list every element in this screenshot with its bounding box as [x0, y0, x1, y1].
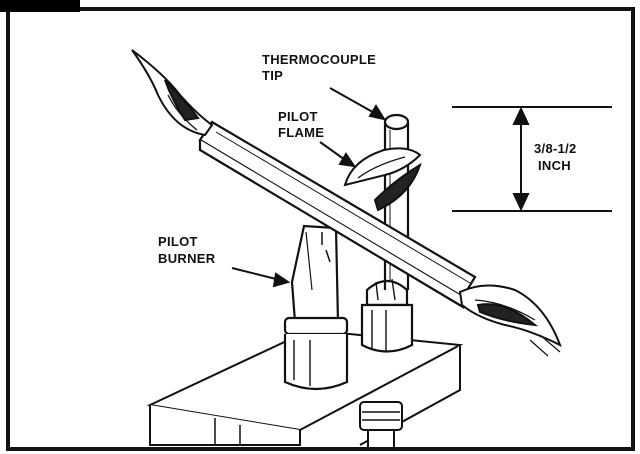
thermocouple-label-tip: TIP [262, 68, 283, 83]
measure-arrow-down [512, 193, 530, 212]
pilot-burner-label: PILOT [158, 234, 198, 249]
diagonal-bar [198, 120, 477, 309]
corner-tab [0, 0, 80, 12]
label-arrows [231, 87, 387, 288]
thermocouple-label: THERMOCOUPLE [262, 52, 376, 67]
measurement-guide [452, 106, 612, 212]
left-flame-tail [131, 49, 214, 137]
pilot-flame [343, 147, 422, 212]
pilot-flame-label-2: FLAME [278, 125, 324, 140]
right-flame-tail [458, 284, 562, 357]
thermocouple-nut [360, 278, 414, 353]
thermocouple-arrow-head [368, 104, 387, 121]
measure-arrow-up [512, 106, 530, 125]
burner-arrow-line [231, 267, 281, 281]
bottom-fitting [359, 401, 403, 449]
flame-arrow-head [338, 152, 357, 168]
measurement-label-unit: INCH [538, 158, 571, 173]
pilot-burner-label-2: BURNER [158, 251, 216, 266]
thermocouple-arrow-line [329, 87, 379, 116]
pilot-burner [283, 224, 349, 391]
burner-arrow-head [272, 272, 291, 288]
measurement-label: 3/8-1/2 [534, 141, 577, 156]
pilot-flame-label: PILOT [278, 109, 318, 124]
